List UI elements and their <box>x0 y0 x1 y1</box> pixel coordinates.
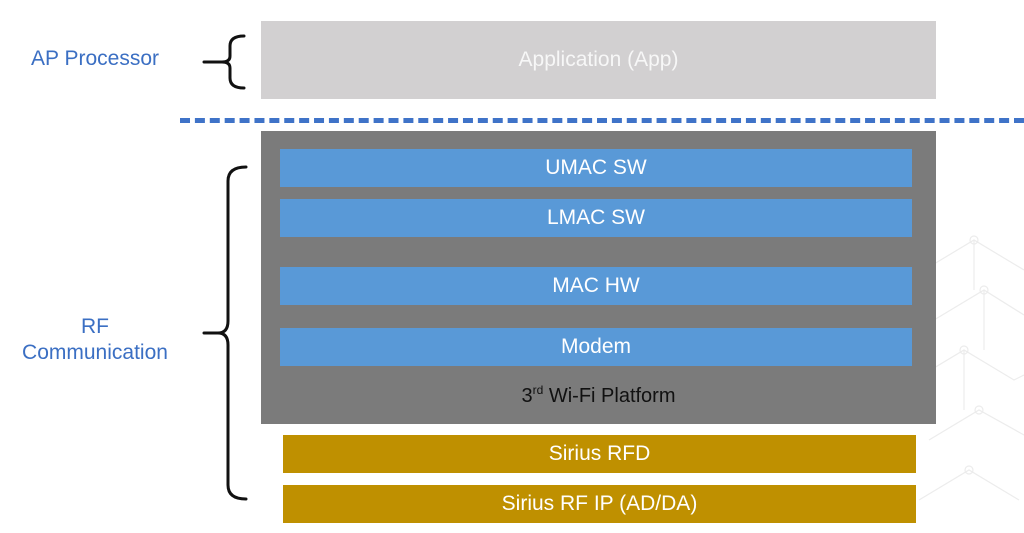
modem-layer: Modem <box>280 328 912 366</box>
application-layer-label: Application (App) <box>518 48 679 71</box>
ap-processor-label: AP Processor <box>31 47 159 70</box>
rf-communication-brace <box>202 165 248 501</box>
modem-label: Modem <box>560 335 632 358</box>
wifi-platform-label: 3rd Wi-Fi Platform <box>261 383 936 408</box>
ap-processor-brace <box>202 34 246 90</box>
lmac-sw-label: LMAC SW <box>546 206 645 229</box>
application-layer: Application (App) <box>261 21 936 99</box>
rf-communication-label: RF Communication <box>5 314 185 366</box>
sirius-rfd-label: Sirius RFD <box>548 442 651 465</box>
mac-hw-label: MAC HW <box>552 274 640 297</box>
rf-label-line1: RF <box>81 315 109 338</box>
sirius-rfd-layer: Sirius RFD <box>283 435 916 473</box>
background-pattern <box>914 235 1024 501</box>
wifi-platform-label-suffix: Wi-Fi Platform <box>543 385 676 407</box>
processor-divider-line <box>180 118 1024 123</box>
wifi-platform-label-prefix: 3 <box>521 385 533 407</box>
lmac-sw-layer: LMAC SW <box>280 199 912 237</box>
umac-sw-label: UMAC SW <box>545 156 647 179</box>
sirius-rf-ip-layer: Sirius RF IP (AD/DA) <box>283 485 916 523</box>
wifi-platform-block: UMAC SW LMAC SW MAC HW Modem 3rd Wi-Fi P… <box>261 131 936 424</box>
wifi-platform-label-superscript: rd <box>532 383 544 397</box>
sirius-rf-ip-label: Sirius RF IP (AD/DA) <box>501 492 698 515</box>
umac-sw-layer: UMAC SW <box>280 149 912 187</box>
rf-label-line2: Communication <box>22 341 168 364</box>
mac-hw-layer: MAC HW <box>280 267 912 305</box>
